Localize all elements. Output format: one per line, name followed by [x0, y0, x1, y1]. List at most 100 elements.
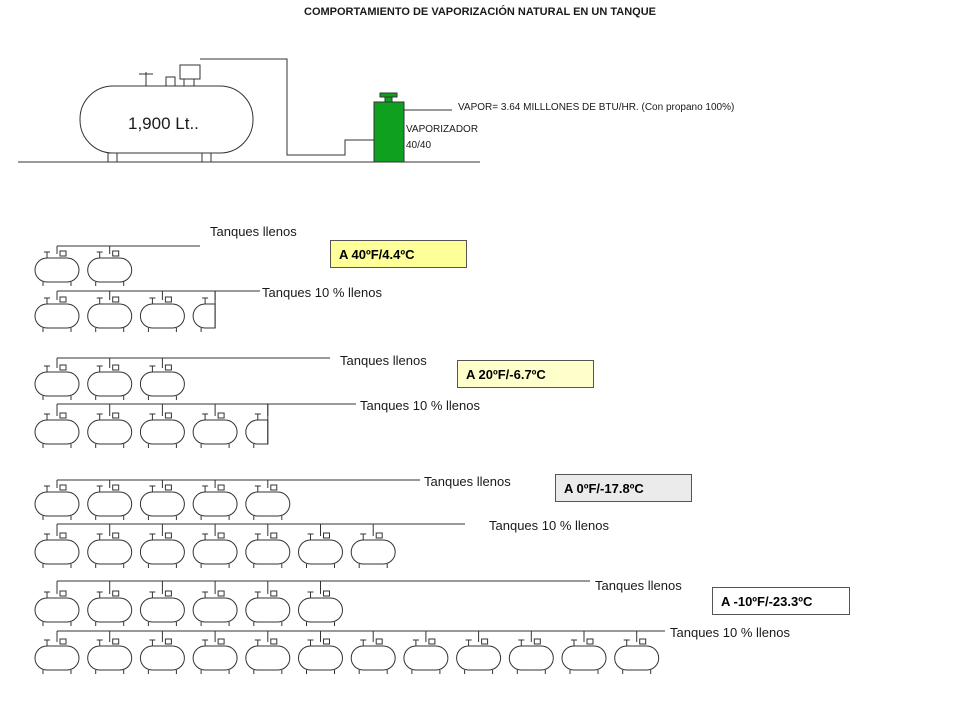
tank-valve	[112, 296, 120, 303]
tank	[34, 303, 80, 329]
full-tanks-label: Tanques llenos	[340, 353, 427, 368]
tank	[139, 303, 185, 329]
tank-valve	[59, 364, 67, 371]
tank	[192, 597, 238, 623]
tank	[34, 645, 80, 671]
tank	[34, 371, 80, 397]
tank-valve	[533, 638, 541, 645]
tank-valve	[323, 590, 330, 597]
tank-valve	[164, 590, 172, 597]
tank-valve	[164, 364, 172, 371]
tank-valve	[112, 412, 120, 419]
tank-valve	[164, 638, 172, 645]
tank	[34, 257, 80, 283]
tank	[192, 491, 238, 517]
tank-valve	[59, 638, 67, 645]
tank-valve	[586, 638, 594, 645]
tank	[298, 597, 343, 623]
tank-valve	[217, 638, 225, 645]
tank-valve	[112, 250, 120, 257]
tank	[139, 597, 185, 623]
tank-valve	[59, 484, 67, 491]
tank-valve	[323, 638, 330, 645]
vaporizer-label: VAPORIZADOR	[406, 124, 479, 135]
tank	[139, 419, 185, 445]
tank	[139, 645, 185, 671]
temperature-box: A 40ºF/4.4ºC	[330, 240, 467, 268]
tank-valve	[481, 638, 489, 645]
tank	[192, 539, 238, 565]
tank-valve	[217, 484, 225, 491]
main-tank-valve	[165, 76, 176, 87]
partial-tanks-label: Tanques 10 % llenos	[360, 398, 480, 413]
temperature-box: A 20ºF/-6.7ºC	[457, 360, 594, 388]
full-tanks-label: Tanques llenos	[424, 474, 511, 489]
tank	[245, 597, 291, 623]
tank-valve	[428, 638, 436, 645]
tank-valve	[59, 590, 67, 597]
tank	[34, 539, 80, 565]
tank	[561, 645, 607, 671]
tank	[87, 419, 133, 445]
tank	[245, 539, 291, 565]
tank	[34, 597, 80, 623]
tank	[34, 419, 80, 445]
tank	[87, 597, 133, 623]
tank	[87, 371, 133, 397]
tank-valve	[270, 484, 278, 491]
tank	[245, 645, 291, 671]
tank-valve	[323, 532, 330, 539]
tank-partial	[245, 419, 269, 445]
tank	[139, 371, 185, 397]
main-tank-valve	[183, 78, 195, 87]
tank-valve	[112, 638, 120, 645]
tank-valve	[112, 484, 120, 491]
tank-valve	[112, 590, 120, 597]
tank-valve	[164, 532, 172, 539]
tank-valve	[270, 638, 278, 645]
tank	[350, 539, 396, 565]
tank-partial	[192, 303, 216, 329]
tank-valve	[59, 296, 67, 303]
tank	[403, 645, 449, 671]
supply-pipe	[200, 58, 375, 156]
main-tank-leg	[107, 152, 118, 163]
tank-valve	[59, 250, 67, 257]
tank-valve	[164, 412, 172, 419]
tank	[298, 539, 343, 565]
tank	[508, 645, 554, 671]
tank	[350, 645, 396, 671]
tank-valve	[164, 296, 172, 303]
tank	[245, 491, 291, 517]
vaporizer-body	[373, 101, 405, 163]
tank	[298, 645, 343, 671]
tank-valve	[270, 532, 278, 539]
temperature-box: A 0ºF/-17.8ºC	[555, 474, 692, 502]
tank	[87, 491, 133, 517]
page-title: COMPORTAMIENTO DE VAPORIZACIÓN NATURAL E…	[304, 6, 656, 18]
vaporizer-cap	[379, 92, 398, 98]
tank-valve	[375, 638, 383, 645]
full-tanks-label: Tanques llenos	[595, 578, 682, 593]
main-tank-gauge	[179, 64, 201, 80]
tank-valve	[217, 590, 225, 597]
tank	[87, 645, 133, 671]
tank-valve	[217, 412, 225, 419]
vapor-note: VAPOR= 3.64 MILLLONES DE BTU/HR. (Con pr…	[458, 102, 735, 113]
tank-valve	[375, 532, 383, 539]
full-tanks-label: Tanques llenos	[210, 224, 297, 239]
tank	[34, 491, 80, 517]
tank	[192, 419, 238, 445]
main-tank-capacity: 1,900 Lt..	[128, 114, 199, 133]
tank	[614, 645, 660, 671]
tank	[87, 257, 133, 283]
tank-valve	[217, 532, 225, 539]
tank	[87, 303, 133, 329]
tank	[139, 539, 185, 565]
tank-valve	[59, 412, 67, 419]
tank	[192, 645, 238, 671]
tank	[139, 491, 185, 517]
partial-tanks-label: Tanques 10 % llenos	[262, 285, 382, 300]
main-tank-leg	[201, 152, 212, 163]
